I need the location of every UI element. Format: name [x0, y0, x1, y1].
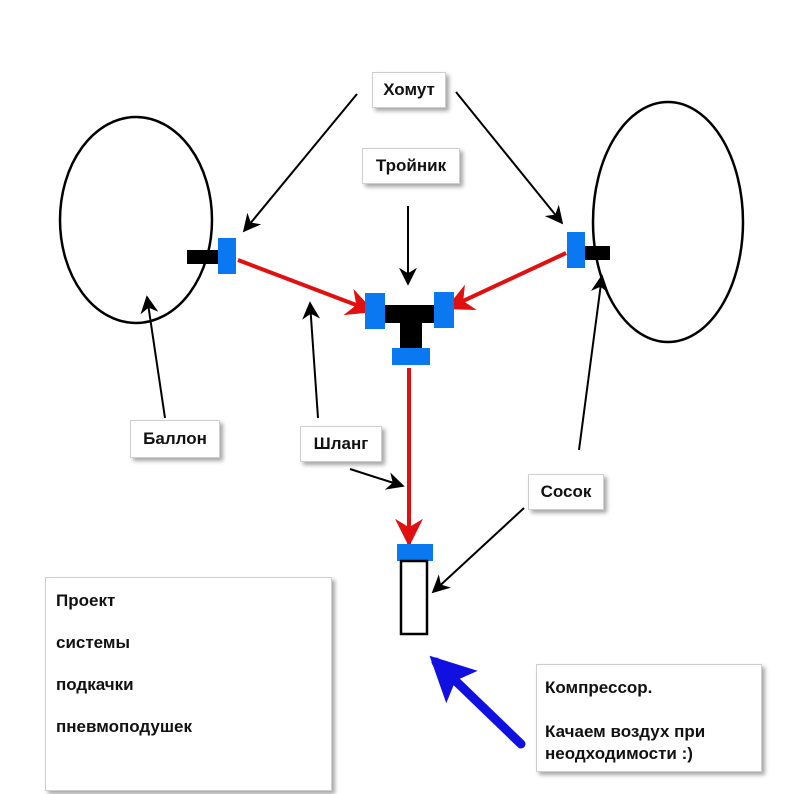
right-clamp — [567, 232, 585, 268]
hose-left — [237, 258, 375, 316]
label-troynik: Тройник — [362, 148, 460, 184]
tee-fitting-vertical — [400, 305, 422, 357]
tee-clamp-bottom — [392, 348, 430, 365]
arrow-ballon — [140, 295, 166, 419]
arrow-khomut-left — [242, 93, 358, 233]
compressor-note: Компрессор. Качаем воздух при неодходимо… — [536, 664, 762, 772]
label-ballon: Баллон — [130, 420, 220, 458]
left-clamp — [218, 238, 236, 274]
arrow-sosok-down — [431, 507, 525, 594]
compressor-body — [399, 559, 429, 636]
arrow-sosok-up — [578, 274, 609, 451]
tee-clamp-left — [365, 293, 385, 329]
label-khomut: Хомут — [372, 72, 446, 108]
project-note-line1: Проект — [56, 591, 116, 610]
left-airbag — [58, 115, 214, 325]
label-sosok: Сосок — [528, 474, 604, 510]
compressor-clamp — [397, 544, 433, 561]
compressor-note-line1: Компрессор. — [545, 678, 653, 697]
label-shlang: Шланг — [300, 426, 382, 462]
project-note-line3: подкачки — [56, 675, 134, 694]
hose-right — [445, 251, 567, 311]
arrow-khomut-right — [455, 91, 564, 225]
right-airbag — [591, 100, 745, 344]
label-ballon-text: Баллон — [143, 429, 207, 448]
compressor-note-line3: неодходимости :) — [545, 744, 693, 763]
left-nipple — [187, 250, 227, 264]
label-troynik-text: Тройник — [375, 156, 447, 175]
label-shlang-text: Шланг — [313, 434, 369, 453]
label-sosok-text: Сосок — [540, 482, 592, 501]
project-note-line2: системы — [56, 633, 131, 652]
arrow-shlang-down — [349, 468, 405, 490]
arrow-shlang-up — [302, 301, 321, 419]
arrow-compressor — [429, 655, 526, 749]
label-khomut-text: Хомут — [383, 80, 435, 99]
project-note: Проект системы подкачки пневмоподушек — [45, 577, 332, 791]
project-note-line4: пневмоподушек — [56, 717, 192, 736]
tee-clamp-right — [434, 292, 454, 328]
compressor-note-line2: Качаем воздух при — [545, 722, 706, 741]
